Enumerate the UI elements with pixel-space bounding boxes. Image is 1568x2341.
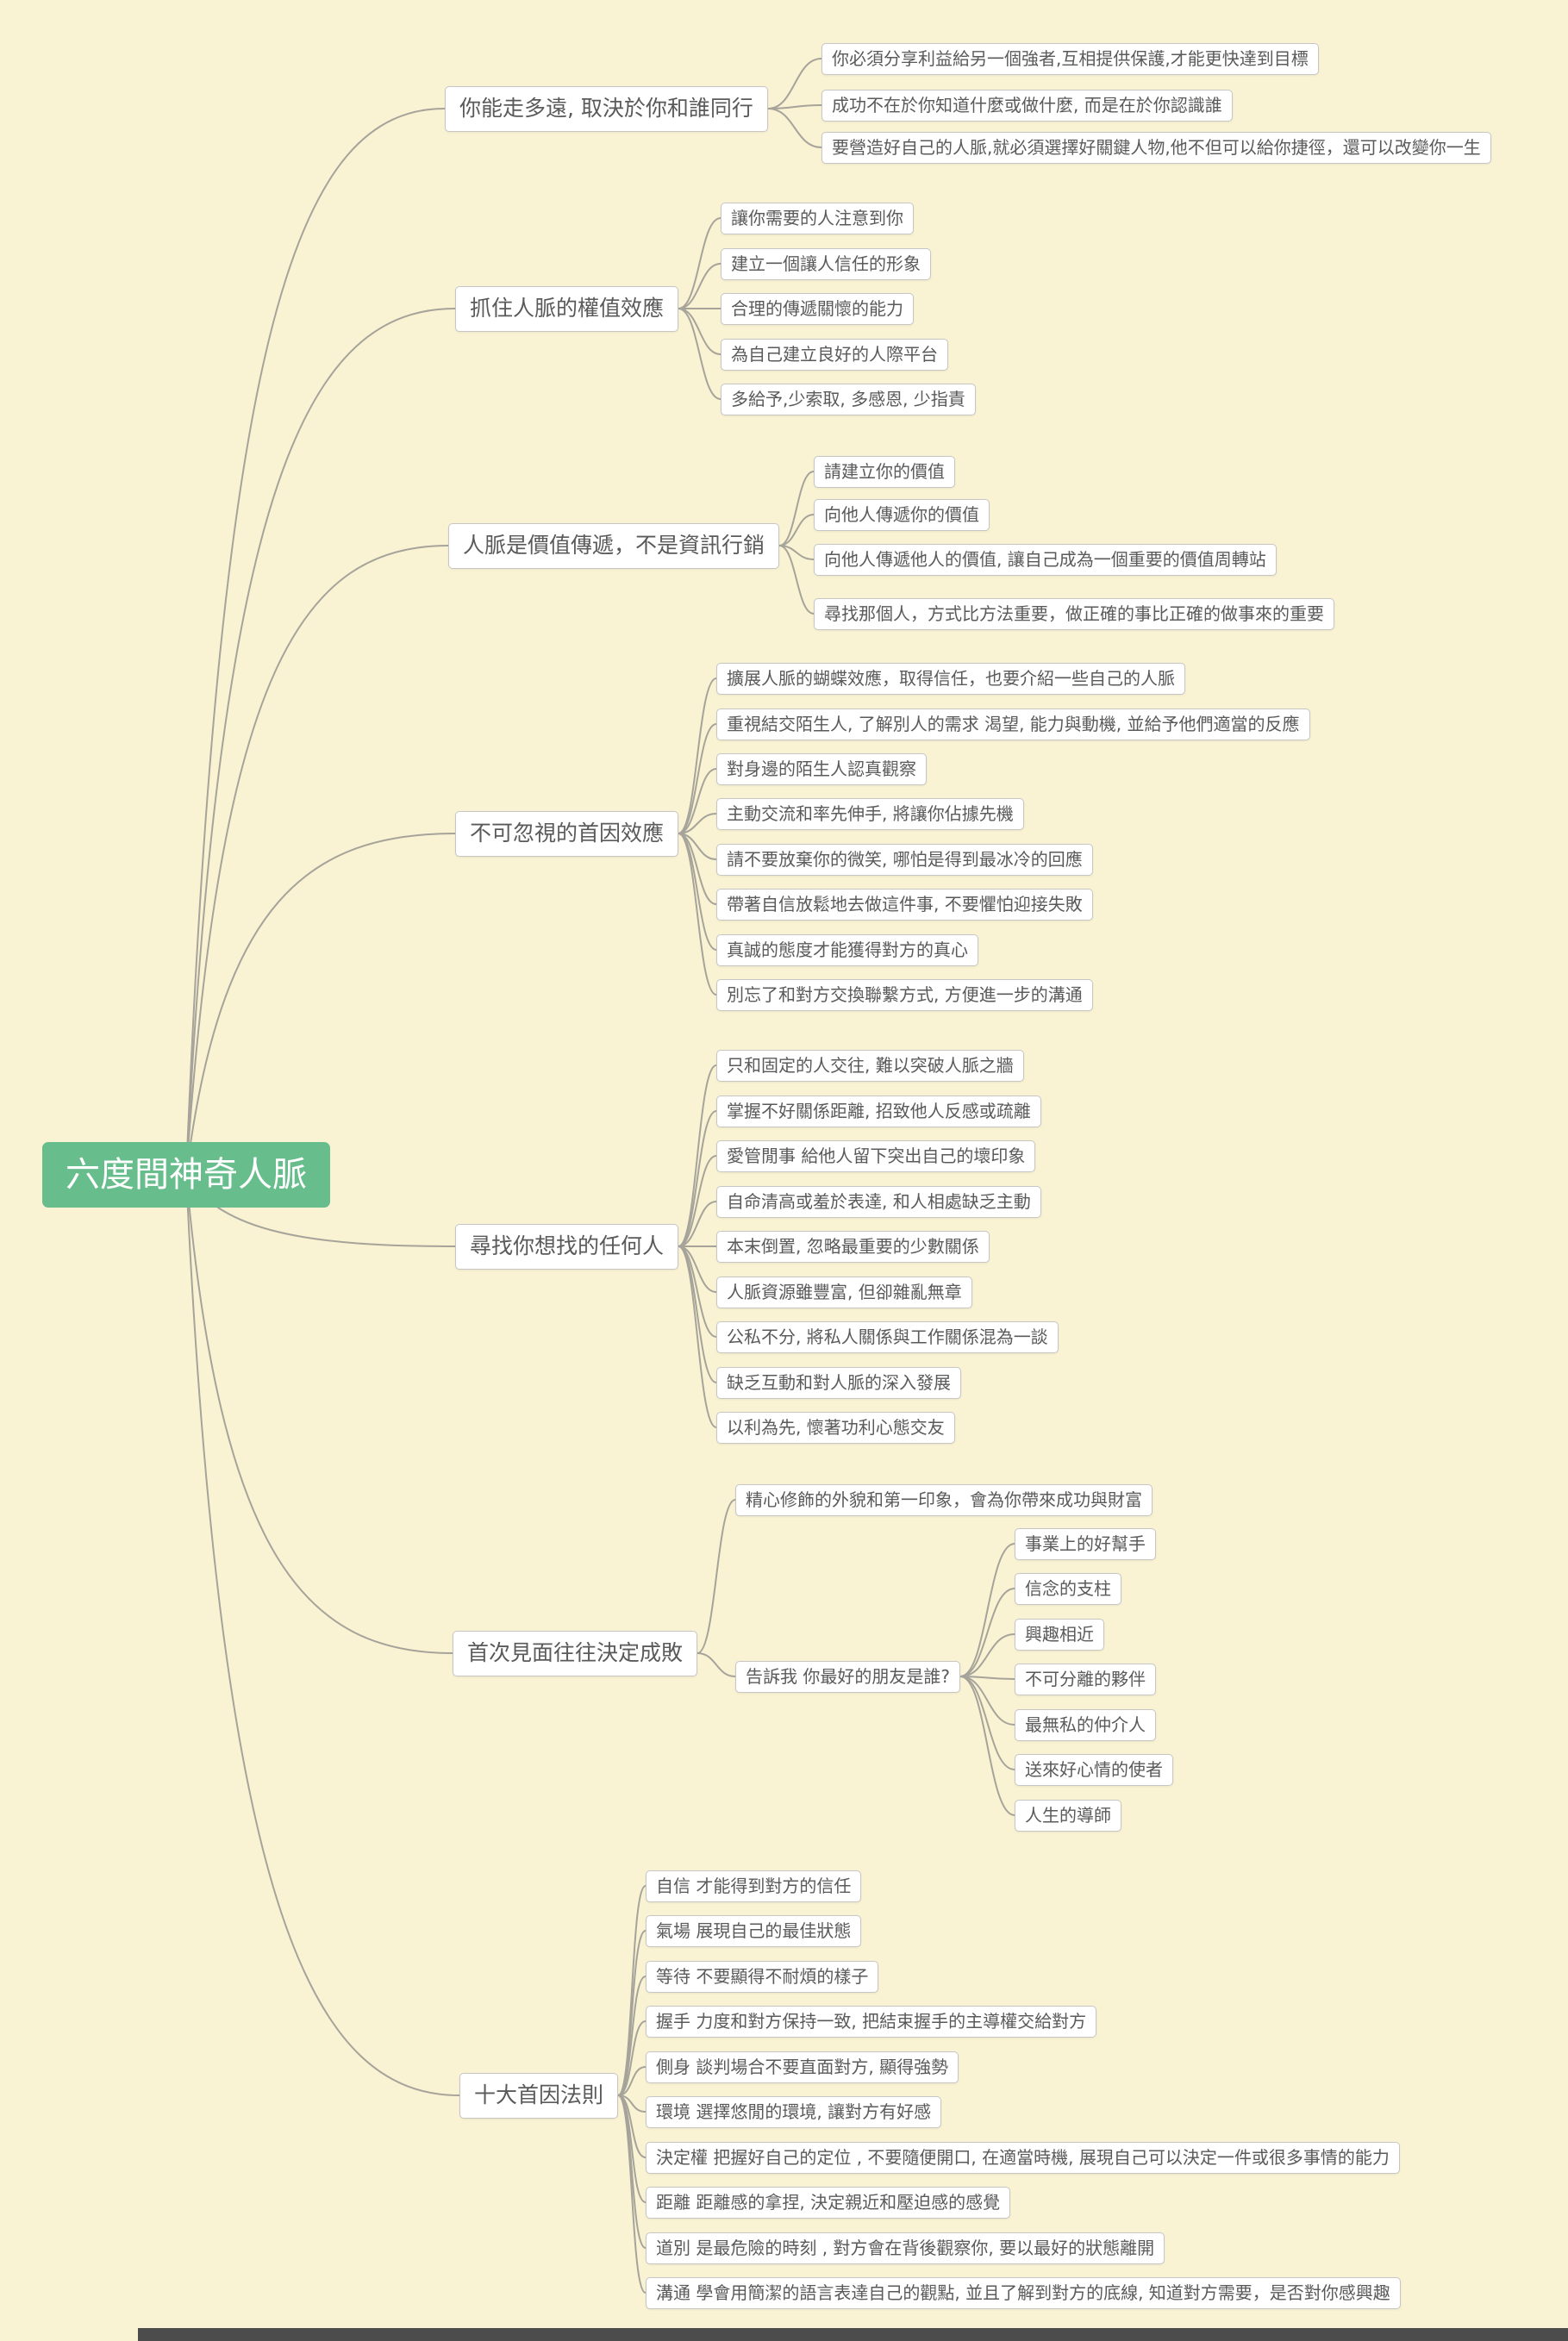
leaf-node[interactable]: 掌握不好關係距離, 招致他人反感或疏離 [716,1096,1041,1127]
connector-line [678,308,722,355]
connector-line [767,58,822,109]
connector-line [678,1155,717,1247]
leaf-node[interactable]: 多給予,少索取, 多感恩, 少指責 [721,384,976,415]
leaf-node[interactable]: 自信 才能得到對方的信任 [646,1870,862,1902]
branch-node[interactable]: 首次見面往往決定成敗 [453,1631,698,1676]
leaf-node[interactable]: 側身 談判場合不要直面對方, 顯得強勢 [646,2051,959,2083]
branch-node[interactable]: 不可忽視的首因效應 [455,811,679,857]
connector-line [678,263,722,309]
branch-node[interactable]: 尋找你想找的任何人 [455,1224,679,1270]
connector-line [697,1652,736,1677]
leaf-node[interactable]: 告訴我 你最好的朋友是誰? [735,1661,960,1693]
leaf-node[interactable]: 讓你需要的人注意到你 [721,203,914,234]
connector-line [617,1976,647,2096]
branch-node[interactable]: 抓住人脈的權值效應 [455,286,679,332]
sub-leaf-node[interactable]: 送來好心情的使者 [1015,1754,1173,1786]
leaf-node[interactable]: 道別 是最危險的時刻 , 對方會在背後觀察你, 要以最好的狀態離開 [646,2232,1165,2264]
connector-line [678,1245,717,1293]
branch-node[interactable]: 你能走多遠, 取決於你和誰同行 [445,86,768,132]
leaf-node[interactable]: 自命清高或羞於表達, 和人相處缺乏主動 [716,1186,1041,1218]
leaf-node[interactable]: 為自己建立良好的人際平台 [721,339,948,371]
sub-leaf-node[interactable]: 事業上的好幫手 [1015,1528,1156,1560]
leaf-node[interactable]: 別忘了和對方交換聯繫方式, 方便進一步的溝通 [716,979,1093,1011]
leaf-node[interactable]: 氣場 展現自己的最佳狀態 [646,1915,862,1947]
connector-line [678,1201,717,1247]
connector-line [678,723,717,834]
connector-line [959,1543,1015,1677]
leaf-node[interactable]: 向他人傳遞你的價值 [814,499,990,531]
leaf-node[interactable]: 建立一個讓人信任的形象 [721,248,931,280]
connector-line [959,1676,1015,1770]
sub-leaf-node[interactable]: 不可分離的夥伴 [1015,1664,1156,1695]
connector-line [959,1633,1015,1677]
leaf-node[interactable]: 本末倒置, 忽略最重要的少數關係 [716,1231,990,1263]
leaf-node[interactable]: 請不要放棄你的微笑, 哪怕是得到最冰冷的回應 [716,844,1093,876]
leaf-node[interactable]: 請建立你的價值 [814,456,955,488]
leaf-node[interactable]: 溝通 學會用簡潔的語言表達自己的觀點, 並且了解到對方的底線, 知道對方需要，是… [646,2277,1401,2309]
leaf-node[interactable]: 公私不分, 將私人關係與工作關係混為一談 [716,1321,1059,1353]
connector-line [697,1499,736,1654]
connector-line [617,2094,647,2294]
sub-leaf-node[interactable]: 人生的導師 [1015,1800,1121,1832]
connector-line [185,308,456,1176]
connector-line [778,545,815,615]
connector-line [185,545,449,1176]
branch-node[interactable]: 十大首因法則 [459,2073,619,2119]
connector-line [959,1676,1015,1726]
connector-line [185,1174,460,2096]
connector-line [778,471,815,546]
sub-leaf-node[interactable]: 興趣相近 [1015,1619,1104,1651]
connector-line [678,677,717,834]
leaf-node[interactable]: 等待 不要顯得不耐煩的樣子 [646,1961,879,1993]
leaf-node[interactable]: 要營造好自己的人脈,就必須選擇好關鍵人物,他不但可以給你捷徑，還可以改變你一生 [821,132,1491,164]
sub-leaf-node[interactable]: 最無私的仲介人 [1015,1709,1156,1741]
leaf-node[interactable]: 以利為先, 懷著功利心態交友 [716,1412,955,1444]
leaf-node[interactable]: 精心修飾的外貌和第一印象，會為你帶來成功與財富 [735,1484,1153,1516]
connector-line [767,108,822,148]
leaf-node[interactable]: 決定權 把握好自己的定位 , 不要隨便開口, 在適當時機, 展現自己可以決定一件… [646,2142,1400,2174]
connector-line [678,308,722,400]
connector-line [778,514,815,546]
leaf-node[interactable]: 你必須分享利益給另一個強者,互相提供保護,才能更快達到目標 [821,43,1319,75]
leaf-node[interactable]: 合理的傳遞關懷的能力 [721,293,914,325]
connector-line [678,768,717,834]
leaf-node[interactable]: 向他人傳遞他人的價值, 讓自己成為一個重要的價值周轉站 [814,544,1277,576]
leaf-node[interactable]: 尋找那個人，方式比方法重要，做正確的事比正確的做事來的重要 [814,598,1334,630]
connector-line [767,104,822,109]
leaf-node[interactable]: 距離 距離感的拿捏, 決定親近和壓迫感的感覺 [646,2187,1011,2219]
connector-line [185,108,446,1176]
leaf-node[interactable]: 擴展人脈的蝴蝶效應，取得信任，也要介紹一些自己的人脈 [716,663,1185,695]
connector-line [617,2020,647,2096]
branch-node[interactable]: 人脈是價值傳遞，不是資訊行銷 [448,523,780,569]
connector-line [678,1110,717,1247]
leaf-node[interactable]: 真誠的態度才能獲得對方的真心 [716,934,978,966]
connector-line [617,2066,647,2096]
leaf-node[interactable]: 環境 選擇悠閒的環境, 讓對方有好感 [646,2096,942,2128]
connector-line [678,217,722,309]
leaf-node[interactable]: 只和固定的人交往, 難以突破人脈之牆 [716,1050,1024,1082]
connector-line [185,833,456,1176]
sub-leaf-node[interactable]: 信念的支柱 [1015,1573,1121,1605]
connector-line [678,1245,717,1428]
leaf-node[interactable]: 人脈資源雖豐富, 但卻雜亂無章 [716,1277,972,1308]
leaf-node[interactable]: 重視結交陌生人, 了解別人的需求 渴望, 能力與動機, 並給予他們適當的反應 [716,709,1310,740]
connector-line [185,1174,453,1654]
leaf-node[interactable]: 對身邊的陌生人認真觀察 [716,753,927,785]
leaf-node[interactable]: 握手 力度和對方保持一致, 把結束握手的主導權交給對方 [646,2006,1097,2038]
root-node[interactable]: 六度間神奇人脈 [42,1142,330,1208]
connector-line [959,1676,1015,1680]
connector-line [678,833,717,996]
leaf-node[interactable]: 成功不在於你知道什麼或做什麼, 而是在於你認識誰 [821,90,1233,122]
leaf-node[interactable]: 帶著自信放鬆地去做這件事, 不要懼怕迎接失敗 [716,889,1093,921]
connector-line [959,1676,1015,1816]
horizontal-scrollbar[interactable] [138,2328,1568,2341]
leaf-node[interactable]: 愛管閒事 給他人留下突出自己的壞印象 [716,1140,1036,1172]
connector-line [959,1588,1015,1677]
leaf-node[interactable]: 主動交流和率先伸手, 將讓你佔據先機 [716,798,1024,830]
leaf-node[interactable]: 缺乏互動和對人脈的深入發展 [716,1367,961,1399]
connector-line [678,813,717,834]
